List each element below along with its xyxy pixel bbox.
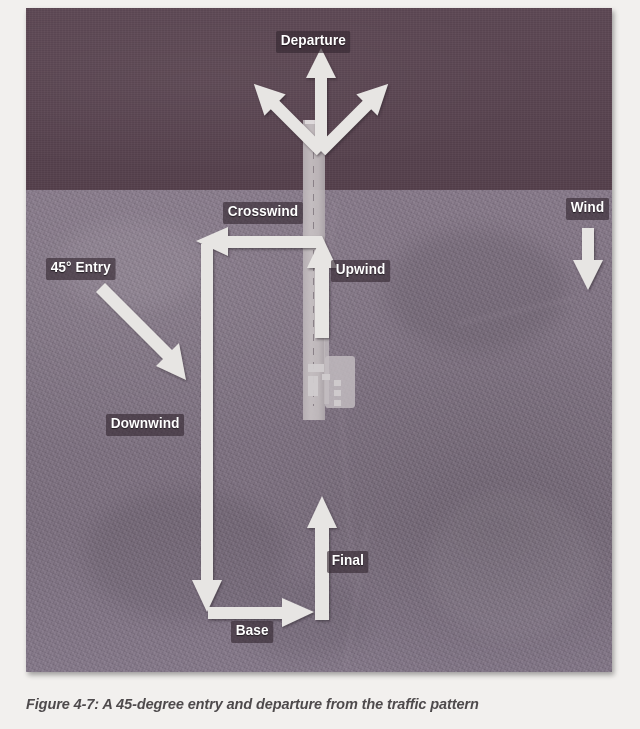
- label-45-degree-entry: 45° Entry: [46, 258, 116, 280]
- terrain-blotch: [246, 580, 366, 660]
- label-crosswind: Crosswind: [223, 202, 303, 224]
- crosswind-arrow: [196, 227, 322, 256]
- hangar-building: [322, 374, 330, 380]
- runway-threshold-marking: [305, 120, 323, 124]
- runway: [303, 120, 325, 420]
- upwind-arrow: [307, 236, 337, 338]
- wind-arrow: [573, 228, 603, 290]
- terrain-blotch: [386, 230, 566, 350]
- departure-right-arrow: [316, 83, 389, 156]
- figure-caption: Figure 4-7: A 45-degree entry and depart…: [26, 697, 479, 713]
- hangar-building: [334, 400, 341, 406]
- label-downwind: Downwind: [106, 414, 185, 436]
- final-arrow: [307, 496, 337, 620]
- label-wind: Wind: [566, 198, 609, 220]
- label-final: Final: [327, 551, 369, 573]
- pattern-vectors: [96, 48, 603, 627]
- terrain-blotch: [426, 490, 596, 640]
- terrain-blotch: [86, 490, 286, 620]
- runway-centerline: [313, 138, 314, 406]
- base-arrow: [208, 598, 314, 627]
- downwind-arrow: [192, 244, 222, 612]
- label-base: Base: [231, 621, 274, 643]
- hangar-building: [308, 376, 318, 396]
- hangar-building: [334, 380, 341, 386]
- label-upwind: Upwind: [331, 260, 391, 282]
- aerial-photograph: Departure Crosswind Upwind Wind 45° Entr…: [26, 8, 612, 672]
- entry-45-arrow: [96, 283, 186, 380]
- hangar-building: [334, 390, 341, 396]
- label-departure: Departure: [276, 31, 351, 53]
- hangar-building: [308, 364, 324, 372]
- departure-center-arrow: [306, 48, 336, 151]
- departure-left-arrow: [253, 83, 326, 156]
